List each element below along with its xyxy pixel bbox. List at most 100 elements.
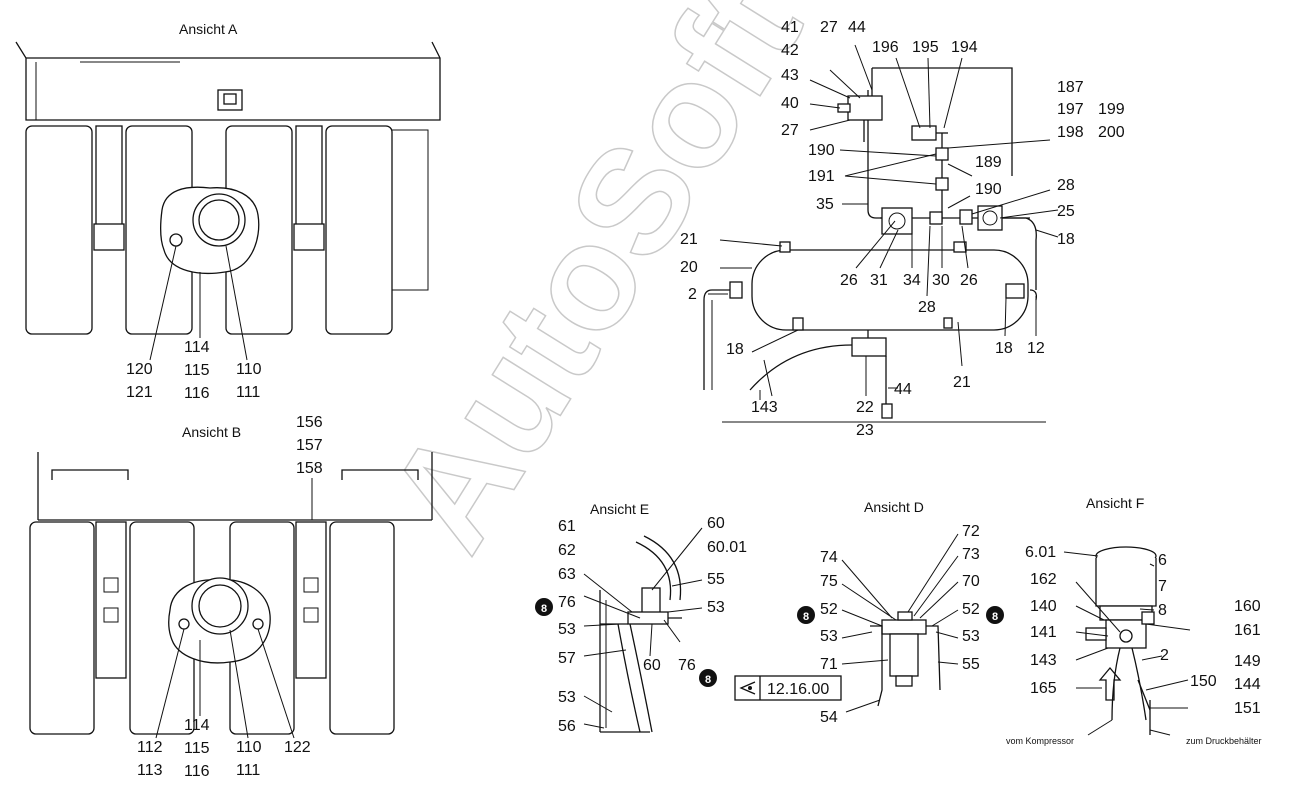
label-main-191: 191	[808, 168, 835, 185]
label-main-31: 31	[870, 272, 888, 289]
label-e-76-b: 76	[678, 657, 696, 674]
label-main-197: 197	[1057, 101, 1084, 118]
label-main-43: 43	[781, 67, 799, 84]
view-a: Ansicht A 120 121 114 115 116 110 111	[15, 21, 441, 402]
label-d-71: 71	[820, 656, 838, 673]
label-e-60-b: 60	[643, 657, 661, 674]
label-e-61: 61	[558, 518, 576, 535]
label-f-141: 141	[1030, 624, 1057, 641]
reference-box	[734, 675, 842, 701]
label-main-26-a: 26	[840, 272, 858, 289]
view-e-title: Ansicht E	[590, 501, 649, 517]
label-e-53-b: 53	[558, 689, 576, 706]
label-e-56: 56	[558, 718, 576, 735]
label-e-53-c: 53	[707, 599, 725, 616]
caption-from-compressor: vom Kompressor	[1006, 736, 1074, 746]
label-main-20: 20	[680, 259, 698, 276]
symbol-badge-d2	[986, 606, 1004, 624]
label-e-60-01: 60.01	[707, 539, 747, 556]
label-main-190-a: 190	[808, 142, 835, 159]
view-d: Ansicht D 74 75 52 53 71 54 72 73 70 52 …	[734, 499, 1004, 726]
label-main-42: 42	[781, 42, 799, 59]
label-main-26-b: 26	[960, 272, 978, 289]
label-b-113: 113	[137, 762, 163, 779]
label-main-28-b: 28	[918, 299, 936, 316]
label-e-63: 63	[558, 566, 576, 583]
label-f-6: 6	[1158, 552, 1167, 569]
label-main-21-b: 21	[953, 374, 971, 391]
label-b-116: 116	[184, 763, 210, 780]
label-main-200: 200	[1098, 124, 1125, 141]
label-a-114: 114	[184, 339, 210, 356]
view-f: Ansicht F 6.01 6 7 162 8 140 141 143	[1006, 495, 1262, 746]
label-f-6-01: 6.01	[1025, 544, 1056, 561]
symbol-badge-e1	[535, 598, 553, 616]
label-main-23: 23	[856, 422, 874, 439]
label-a-111: 111	[236, 384, 260, 401]
label-main-199: 199	[1098, 101, 1125, 118]
label-d-72: 72	[962, 523, 980, 540]
view-arrow-icon	[739, 681, 756, 695]
label-a-120: 120	[126, 361, 153, 378]
label-main-195: 195	[912, 39, 939, 56]
label-f-165: 165	[1030, 680, 1057, 697]
label-f-160: 160	[1234, 598, 1261, 615]
label-b-115: 115	[184, 740, 210, 757]
label-main-18-a: 18	[1057, 231, 1075, 248]
label-b-157: 157	[296, 437, 323, 454]
label-main-44: 44	[894, 381, 912, 398]
label-a-121: 121	[126, 384, 153, 401]
label-main-21-a: 21	[680, 231, 698, 248]
label-main-18-b: 18	[726, 341, 744, 358]
label-d-53-a: 53	[820, 628, 838, 645]
symbol-badge-d1-text: 8	[803, 611, 809, 623]
symbol-badge-d1	[797, 606, 815, 624]
label-f-151: 151	[1234, 700, 1261, 717]
label-main-35: 35	[816, 196, 834, 213]
label-main-22: 22	[856, 399, 874, 416]
label-main-18-c: 18	[995, 340, 1013, 357]
label-d-73: 73	[962, 546, 980, 563]
label-b-112: 112	[137, 739, 163, 756]
view-e: Ansicht E 61 62 63 76 53 57 53 56 60 60.…	[535, 501, 747, 735]
label-main-187: 187	[1057, 79, 1084, 96]
label-main-194: 194	[951, 39, 978, 56]
label-f-144: 150	[1190, 673, 1217, 690]
label-main-40: 40	[781, 95, 799, 112]
symbol-badge-e2	[699, 669, 717, 687]
label-e-57: 57	[558, 650, 576, 667]
label-f-161: 161	[1234, 622, 1261, 639]
main-assembly: 41 42 43 40 27 27 44 196 195 194 187 197…	[680, 19, 1125, 439]
view-b-title: Ansicht B	[182, 424, 241, 440]
symbol-badge-e2-text: 8	[705, 674, 711, 686]
label-a-110: 110	[236, 361, 262, 378]
label-main-34: 34	[903, 272, 921, 289]
caption-to-tank: zum Druckbehälter	[1186, 736, 1262, 746]
label-f-140: 140	[1030, 598, 1057, 615]
label-d-52-a: 52	[820, 601, 838, 618]
label-f-8: 8	[1158, 602, 1167, 619]
label-main-30: 30	[932, 272, 950, 289]
view-b: Ansicht B 156 157 158 112 113 114 115 11…	[29, 414, 433, 780]
label-d-52-b: 52	[962, 601, 980, 618]
label-e-53-a: 53	[558, 621, 576, 638]
label-e-60: 60	[707, 515, 725, 532]
label-d-75: 75	[820, 573, 838, 590]
label-main-41: 41	[781, 19, 799, 36]
label-main-143: 143	[751, 399, 778, 416]
label-b-156: 156	[296, 414, 323, 431]
label-d-74: 74	[820, 549, 838, 566]
label-f-2: 2	[1160, 647, 1169, 664]
label-a-116: 116	[184, 385, 210, 402]
label-main-12: 12	[1027, 340, 1045, 357]
label-e-62: 62	[558, 542, 576, 559]
label-main-28-a: 28	[1057, 177, 1075, 194]
label-f-162: 162	[1030, 571, 1057, 588]
label-f-149: 149	[1234, 653, 1261, 670]
view-f-title: Ansicht F	[1086, 495, 1144, 511]
label-b-110: 110	[236, 739, 262, 756]
label-d-53-b: 53	[962, 628, 980, 645]
symbol-badge-e1-text: 8	[541, 603, 547, 615]
label-main-190-b: 190	[975, 181, 1002, 198]
